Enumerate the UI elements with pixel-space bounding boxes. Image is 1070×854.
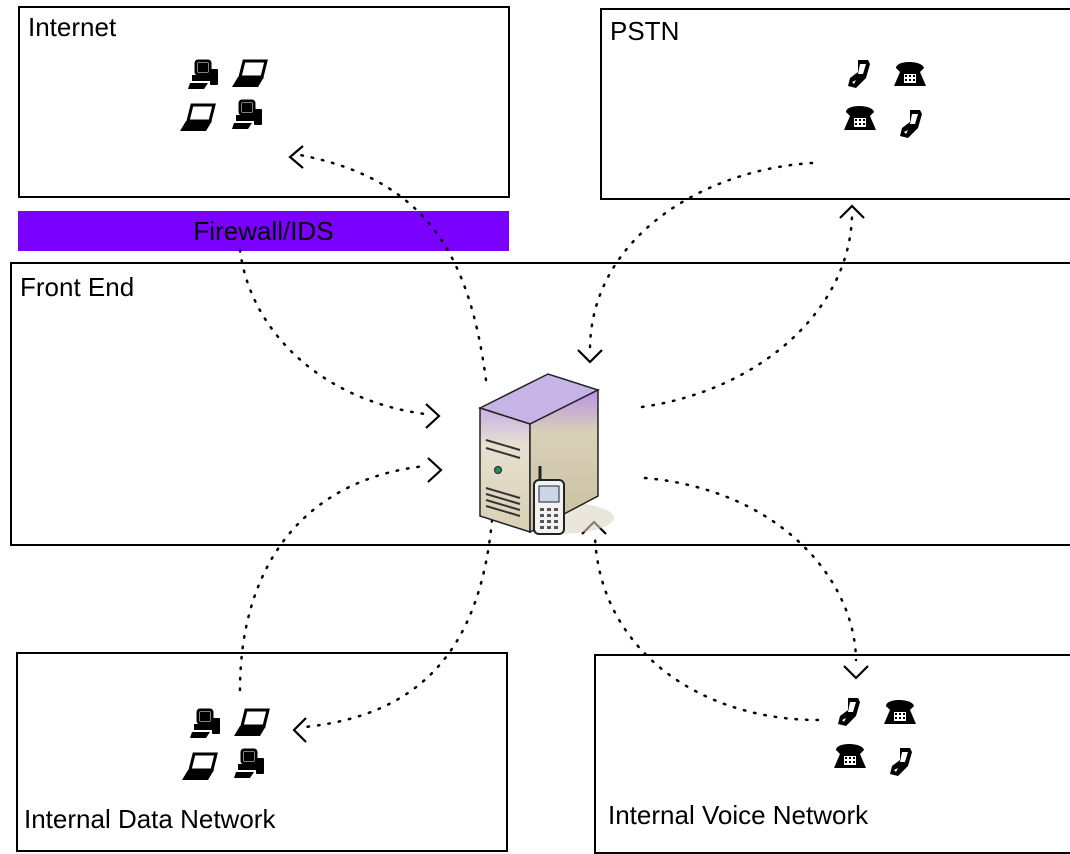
pstn-label: PSTN (610, 16, 680, 46)
link-internet-server (238, 248, 427, 416)
link-data-server (238, 464, 427, 692)
internal-data-zone (16, 652, 508, 852)
arrowhead-data (292, 717, 307, 743)
arrowhead-server-top (577, 349, 603, 364)
internal-voice-label: Internal Voice Network (608, 800, 869, 830)
internet-label: Internet (28, 12, 117, 42)
link-server-data (303, 518, 494, 729)
firewall-bar: Firewall/IDS (18, 211, 509, 251)
link-server-voice (643, 476, 858, 662)
computer-cluster-icon (178, 59, 268, 133)
internal-data-label: Internal Data Network (24, 804, 276, 834)
arrowhead-server-left-top (425, 403, 441, 429)
arrowhead-pstn (839, 204, 865, 219)
server-with-phone-icon (478, 373, 614, 535)
link-voice-server (593, 535, 820, 722)
arrowhead-voice (843, 665, 869, 680)
internet-zone (18, 6, 510, 198)
link-server-internet (298, 153, 488, 382)
phone-cluster-icon (834, 698, 916, 776)
arrowhead-internet (288, 145, 304, 169)
phone-cluster-icon (844, 60, 926, 138)
arrowhead-server-left-bottom (427, 457, 443, 483)
link-pstn-server (588, 161, 814, 352)
firewall-label: Firewall/IDS (193, 215, 334, 246)
link-server-pstn (640, 213, 854, 409)
pstn-zone (600, 8, 1070, 200)
front-end-label: Front End (20, 272, 135, 302)
computer-cluster-icon (180, 708, 270, 782)
